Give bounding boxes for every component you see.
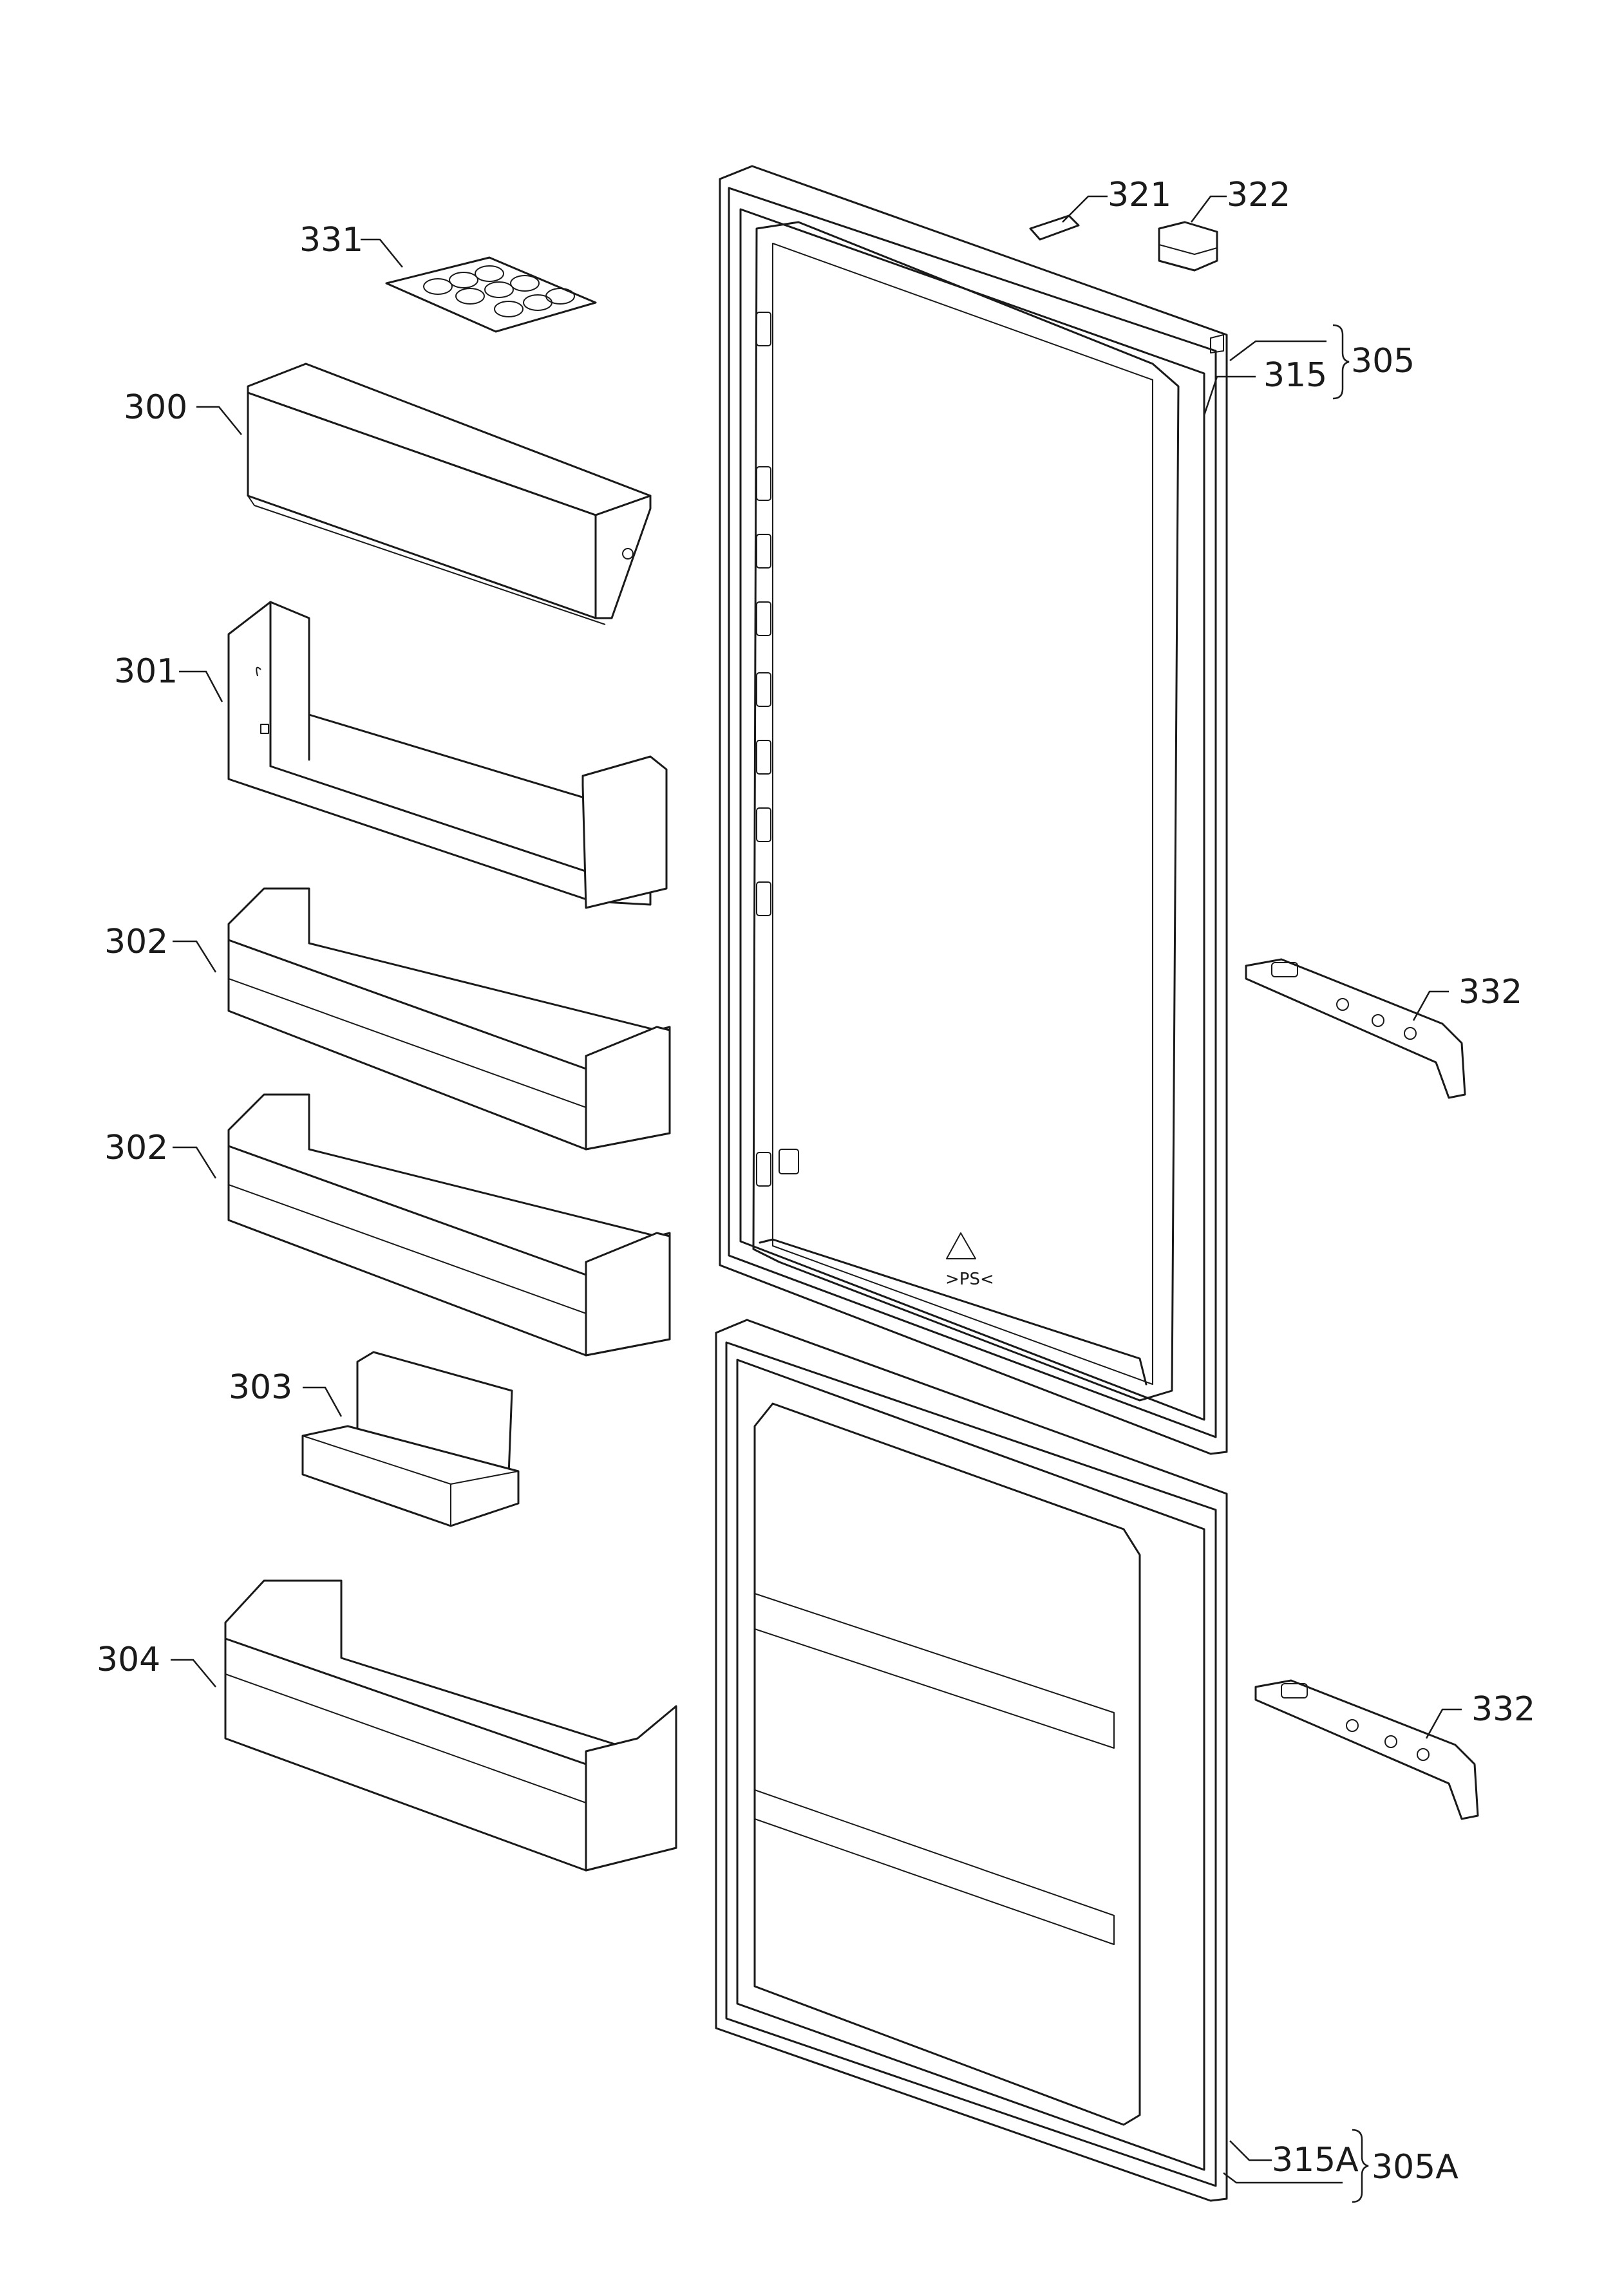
bottle-bin-304	[224, 1579, 677, 1872]
label-321: 321	[1108, 176, 1171, 214]
recycling-symbol: >PS<	[945, 1232, 994, 1289]
hinge-cap-322	[1158, 221, 1218, 272]
label-315: 315	[1263, 356, 1327, 395]
label-331: 331	[299, 221, 363, 259]
door-hinge-upper-332	[1245, 958, 1466, 1099]
label-302-b: 302	[104, 1129, 168, 1167]
door-shelf-302b	[227, 1093, 671, 1357]
label-315A: 315A	[1272, 2141, 1359, 2179]
recycling-mark-text: >PS<	[945, 1270, 994, 1289]
label-300: 300	[124, 388, 187, 427]
egg-tray	[385, 256, 597, 333]
dairy-compartment	[247, 362, 652, 625]
lower-door	[715, 1319, 1228, 2202]
label-302-a: 302	[104, 923, 168, 961]
door-hinge-lower-332	[1254, 1679, 1479, 1820]
label-305: 305	[1351, 342, 1415, 381]
label-301: 301	[114, 652, 178, 691]
label-322: 322	[1227, 176, 1290, 214]
group-braces	[1332, 324, 1369, 2203]
door-shelf-301	[227, 601, 668, 909]
label-304: 304	[97, 1641, 160, 1679]
small-box-303	[301, 1351, 520, 1527]
label-332-upper: 332	[1459, 973, 1522, 1012]
label-305A: 305A	[1372, 2148, 1459, 2187]
leader-lines	[171, 195, 1462, 2184]
label-303: 303	[229, 1368, 292, 1407]
part-labels: 331 300 301 302 302 303 304 321 322 315 …	[97, 176, 1535, 2187]
label-332-lower: 332	[1471, 1690, 1535, 1729]
upper-door: >PS<	[719, 165, 1228, 1455]
door-shelf-lugs	[756, 312, 799, 1187]
door-shelf-302a	[227, 887, 671, 1151]
hinge-pin-321	[1029, 214, 1080, 241]
